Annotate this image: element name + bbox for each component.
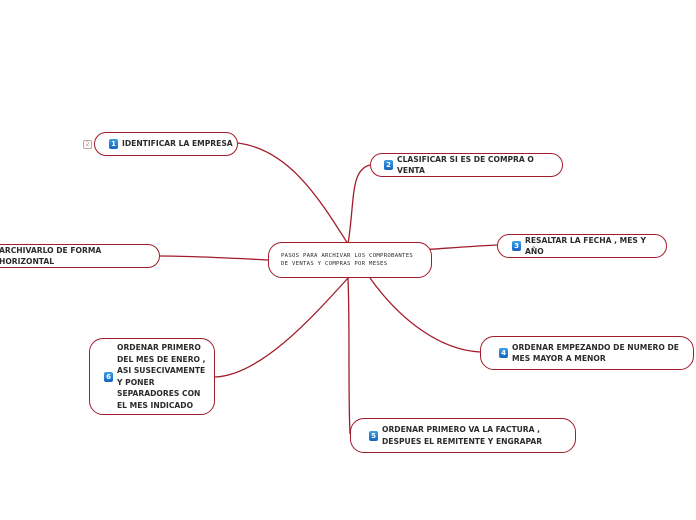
topic-6-label: ORDENAR PRIMERO DEL MES DE ENERO , ASI S… <box>117 343 206 410</box>
number-3-icon: 3 <box>512 241 521 251</box>
number-4-icon: 4 <box>499 348 508 358</box>
topic-1-identificar-empresa[interactable]: 1 IDENTIFICAR LA EMPRESA <box>94 132 238 156</box>
connector-5 <box>347 277 351 435</box>
connector-1 <box>237 142 349 245</box>
topic-7-label: ARCHIVARLO DE FORMA HORIZONTAL <box>0 245 102 267</box>
topic-1-label: IDENTIFICAR LA EMPRESA <box>122 139 233 149</box>
number-1-icon: 1 <box>109 139 118 149</box>
topic-2-clasificar[interactable]: 2 CLASIFICAR SI ES DE COMPRA O VENTA <box>370 153 563 177</box>
topic-3-label: RESALTAR LA FECHA , MES Y AÑO <box>525 235 646 257</box>
number-6-icon: 6 <box>104 371 113 382</box>
connector-4 <box>369 277 481 353</box>
collapse-toggle[interactable]: 2 <box>83 140 92 149</box>
topic-2-label: CLASIFICAR SI ES DE COMPRA O VENTA <box>397 154 534 176</box>
connector-6 <box>214 277 349 378</box>
central-topic-label: PASOS PARA ARCHIVAR LOS COMPROBANTES DE … <box>281 253 414 267</box>
topic-5-label: ORDENAR PRIMERO VA LA FACTURA , DESPUES … <box>382 425 543 446</box>
number-2-icon: 2 <box>384 160 393 170</box>
topic-4-ordenar-mes[interactable]: 4 ORDENAR EMPEZANDO DE NUMERO DE MES MAY… <box>480 336 694 370</box>
topic-4-label: ORDENAR EMPEZANDO DE NUMERO DE MES MAYOR… <box>512 342 679 364</box>
connector-7 <box>159 255 269 261</box>
topic-3-resaltar-fecha[interactable]: 3 RESALTAR LA FECHA , MES Y AÑO <box>497 234 667 258</box>
connector-2 <box>347 164 371 245</box>
connector-3 <box>419 244 498 251</box>
number-5-icon: 5 <box>369 430 378 441</box>
topic-6-ordenar-enero[interactable]: 6 ORDENAR PRIMERO DEL MES DE ENERO , ASI… <box>89 338 215 415</box>
topic-5-ordenar-factura[interactable]: 5 ORDENAR PRIMERO VA LA FACTURA , DESPUE… <box>350 418 576 453</box>
central-topic[interactable]: PASOS PARA ARCHIVAR LOS COMPROBANTES DE … <box>268 242 432 278</box>
topic-archivar-horizontal[interactable]: ARCHIVARLO DE FORMA HORIZONTAL <box>0 244 160 268</box>
